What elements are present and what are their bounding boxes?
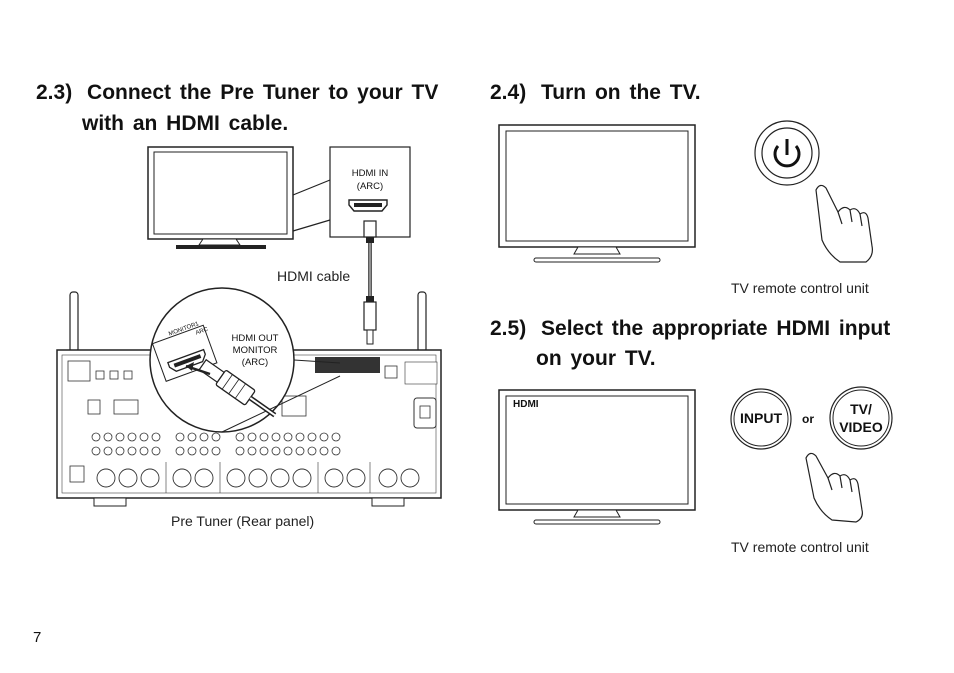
hdmi-out-arc-label: (ARC): [241, 357, 269, 368]
or-label: or: [802, 412, 814, 426]
tv-illustration: [147, 146, 294, 249]
hdmi-out-monitor-label: MONITOR: [232, 345, 278, 356]
pointing-hand-icon: [815, 184, 873, 263]
hdmi-cable-label: HDMI cable: [277, 268, 351, 284]
tv-screen-hdmi-label: HDMI: [513, 399, 539, 410]
section-2-4-heading: 2.4) Turn on the TV.: [490, 78, 701, 108]
remote-caption-1: TV remote control unit: [731, 280, 869, 296]
section-2-5-line1: Select the appropriate HDMI input: [541, 317, 891, 340]
section-2-3-line1: Connect the Pre Tuner to your TV: [87, 81, 439, 104]
power-icon: [773, 139, 801, 168]
section-2-5-heading: 2.5) Select the appropriate HDMI input: [490, 314, 930, 344]
tv-video-button-line1: TV/: [850, 401, 872, 417]
section-2-3-heading-line2: with an HDMI cable.: [82, 112, 289, 135]
pointing-hand-icon-2: [805, 452, 863, 523]
section-2-4-number: 2.4): [490, 81, 527, 104]
tv-illustration-2: [498, 124, 696, 263]
tv-illustration-3: [498, 389, 696, 525]
page-number: 7: [33, 629, 42, 646]
hdmi-in-arc-label: (ARC): [356, 181, 384, 192]
section-2-5-heading-line2: on your TV.: [536, 347, 656, 370]
remote-caption-2: TV remote control unit: [731, 539, 869, 555]
tv-video-button-line2: VIDEO: [839, 419, 883, 435]
section-2-5-number: 2.5): [490, 317, 527, 340]
section-2-4-line1: Turn on the TV.: [541, 81, 701, 104]
input-button-label: INPUT: [740, 410, 782, 426]
hdmi-in-label: HDMI IN: [351, 168, 389, 179]
section-2-3-number: 2.3): [36, 81, 73, 104]
hdmi-out-label: HDMI OUT: [231, 333, 279, 344]
pre-tuner-caption: Pre Tuner (Rear panel): [171, 513, 315, 529]
section-2-3-heading: 2.3) Connect the Pre Tuner to your TV: [36, 78, 476, 108]
